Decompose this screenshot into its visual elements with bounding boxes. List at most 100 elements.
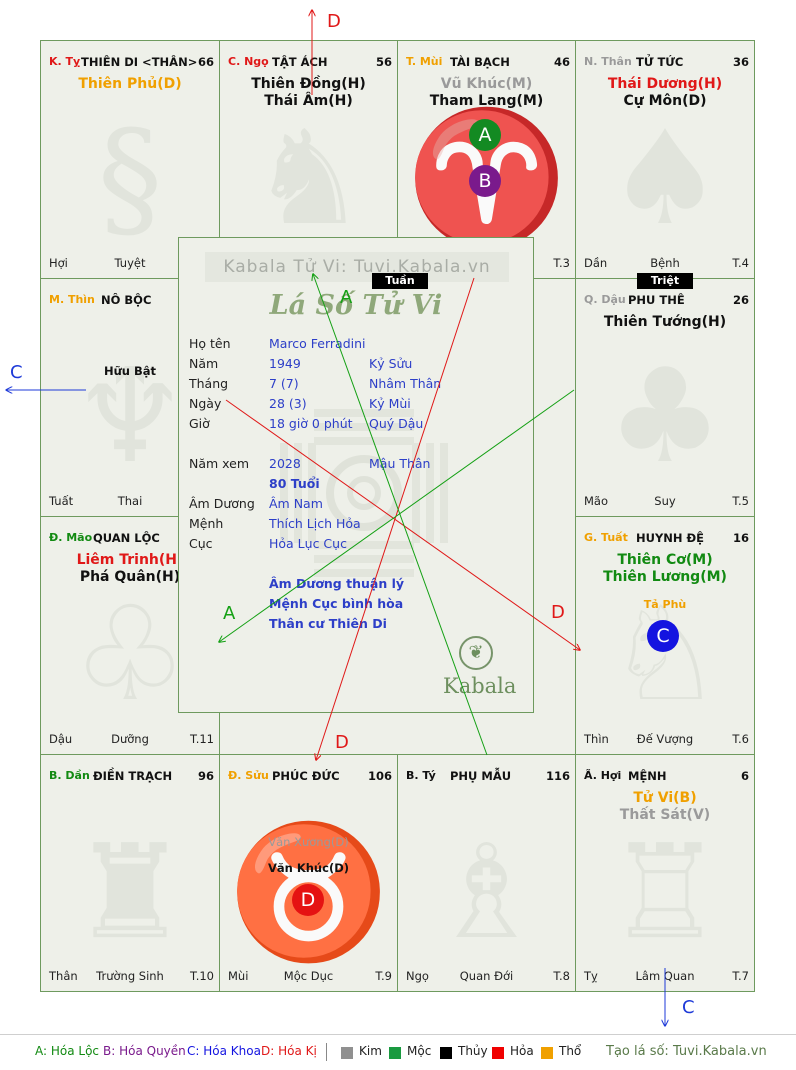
zodiac-watermark-icon: ♣ [606,340,724,493]
zodiac-watermark-icon: ♧ [71,578,189,731]
legend-bar: A: Hóa Lộc B: Hóa Quyền C: Hóa Khoa D: H… [0,1034,796,1067]
star-list: Thiên Phủ(D) [41,76,219,93]
main-star: Thiên Cơ(M) [617,552,713,568]
badge-c-hoa-khoa: C [647,620,679,652]
palace-cycle-number: 66 [197,55,214,69]
palace-branch: Thân [49,969,78,983]
palace-name: TẬT ÁCH [272,55,328,69]
zodiac-watermark-icon: § [97,102,163,255]
palace-stem: K. Tỵ [49,55,81,68]
arrow-label-c-left: C [10,362,23,383]
main-star: Vũ Khúc(M) [440,76,533,92]
palace-branch: Mão [584,494,609,508]
info-label: Họ tên [189,336,231,351]
palace-stage: Dưỡng [111,732,149,746]
palace-stage: Thai [117,494,143,508]
palace-stem: Ã. Hợi [584,769,622,782]
main-star: Liêm Trinh(H) [76,552,184,568]
palace-stem: T. Mùi [406,55,443,68]
palace-branch: Tỵ [584,969,598,983]
main-star: Thái Dương(H) [607,76,723,92]
info-label: Ngày [189,396,222,411]
palace-stem: N. Thân [584,55,632,68]
arrow-label-a-top: A [340,287,353,308]
palace-branch: Mùi [228,969,249,983]
arrow-label-d-top: D [327,11,341,32]
info-value-canchi: Nhâm Thân [369,376,442,391]
palace-branch: Dậu [49,732,73,746]
palace-name: HUYNH ĐỆ [636,531,705,545]
legend-hoa-quyen: B: Hóa Quyền [103,1044,186,1058]
legend-hoa-loc: A: Hóa Lộc [35,1044,100,1058]
zodiac-watermark-icon: ♗ [428,815,545,968]
main-star: Phá Quân(H) [79,569,181,585]
star-list: Văn Xương(D)Văn Khúc(D) [220,790,397,875]
tuan-tag: Tuần [372,273,428,289]
zodiac-watermark-icon: ♠ [606,102,724,255]
moc-swatch [389,1047,401,1059]
palace-stage: Mộc Dục [283,969,334,983]
triet-tag: Triệt [637,273,693,289]
main-star: Thiên Lương(M) [603,569,727,585]
thuy-swatch [440,1047,452,1059]
arrow-label-d-right: D [551,602,565,623]
info-value: Marco Ferradini [269,336,366,351]
info-label: Giờ [189,416,210,431]
palace-stage: Suy [654,494,676,508]
arrow-label-a-left: A [223,603,236,624]
info-value-canchi: Kỷ Mùi [369,396,411,411]
palace-stage: Bệnh [650,256,680,270]
palace-month: T.9 [375,969,392,983]
legend-hoa-khoa: C: Hóa Khoa [187,1044,261,1058]
main-star: Cự Môn(D) [623,93,707,109]
palace-month: T.11 [190,732,214,746]
palace-branch: Hợi [49,256,68,270]
info-note: Âm Dương thuận lý [269,576,405,591]
palace-name: NÔ BỘC [101,293,152,307]
legend-thuy: Thủy [458,1044,488,1058]
tho-swatch [541,1047,553,1059]
palace-month: T.8 [553,969,570,983]
info-value: 7 (7) [269,376,299,391]
legend-hoa-ki: D: Hóa Kị [261,1044,317,1058]
legend-hoa: Hỏa [510,1044,534,1058]
palace-cycle-number: 46 [553,55,570,69]
hoa-swatch [492,1047,504,1059]
info-value: Âm Nam [269,496,323,511]
minor-star: Văn Xương(D) [268,835,349,849]
info-value: 28 (3) [269,396,307,411]
palace-cycle-number: 116 [545,769,570,783]
zodiac-watermark-icon: ♞ [250,102,367,255]
kabala-brand: Kabala [443,674,517,698]
star-list: Tử Vi(B)Thất Sát(V) [576,790,754,824]
star-list: Thiên Đồng(H)Thái Âm(H) [220,76,397,110]
palace-name: ĐIỀN TRẠCH [93,769,173,783]
palace-stage: Lâm Quan [635,969,695,983]
palace-name: PHỤ MẪU [450,769,512,783]
kabala-tree-icon: ❦ [459,636,493,670]
palace-name: TỬ TỨC [636,55,684,69]
legend-moc: Mộc [407,1044,432,1058]
site-credit[interactable]: Tạo lá số: Tuvi.Kabala.vn [606,1044,767,1059]
main-star: Tử Vi(B) [633,790,697,806]
star-list: Liêm Trinh(H)Phá Quân(H) [41,552,219,586]
main-star: Thiên Đồng(H) [251,76,366,92]
palace-name: THIÊN DI <THÂN> [81,55,198,69]
chart-logo-title: Lá Số Tử Vi [269,290,443,321]
palace-stage: Tuyệt [114,256,146,270]
palace-branch: Dần [584,256,608,270]
palace-stem: G. Tuất [584,531,628,544]
info-label: Năm [189,356,219,371]
main-star: Thiên Phủ(D) [78,76,182,92]
star-list: Thiên Tướng(H) [576,314,754,331]
palace-cycle-number: 36 [732,55,749,69]
arrow-label-d-bottom: D [335,732,349,753]
palace-cycle-number: 6 [740,769,749,783]
palace-cycle-number: 56 [375,55,392,69]
palace-branch: Tuất [49,494,74,508]
palace-stem: M. Thìn [49,293,95,306]
site-watermark: Kabala Tử Vi: Tuvi.Kabala.vn [205,252,509,282]
